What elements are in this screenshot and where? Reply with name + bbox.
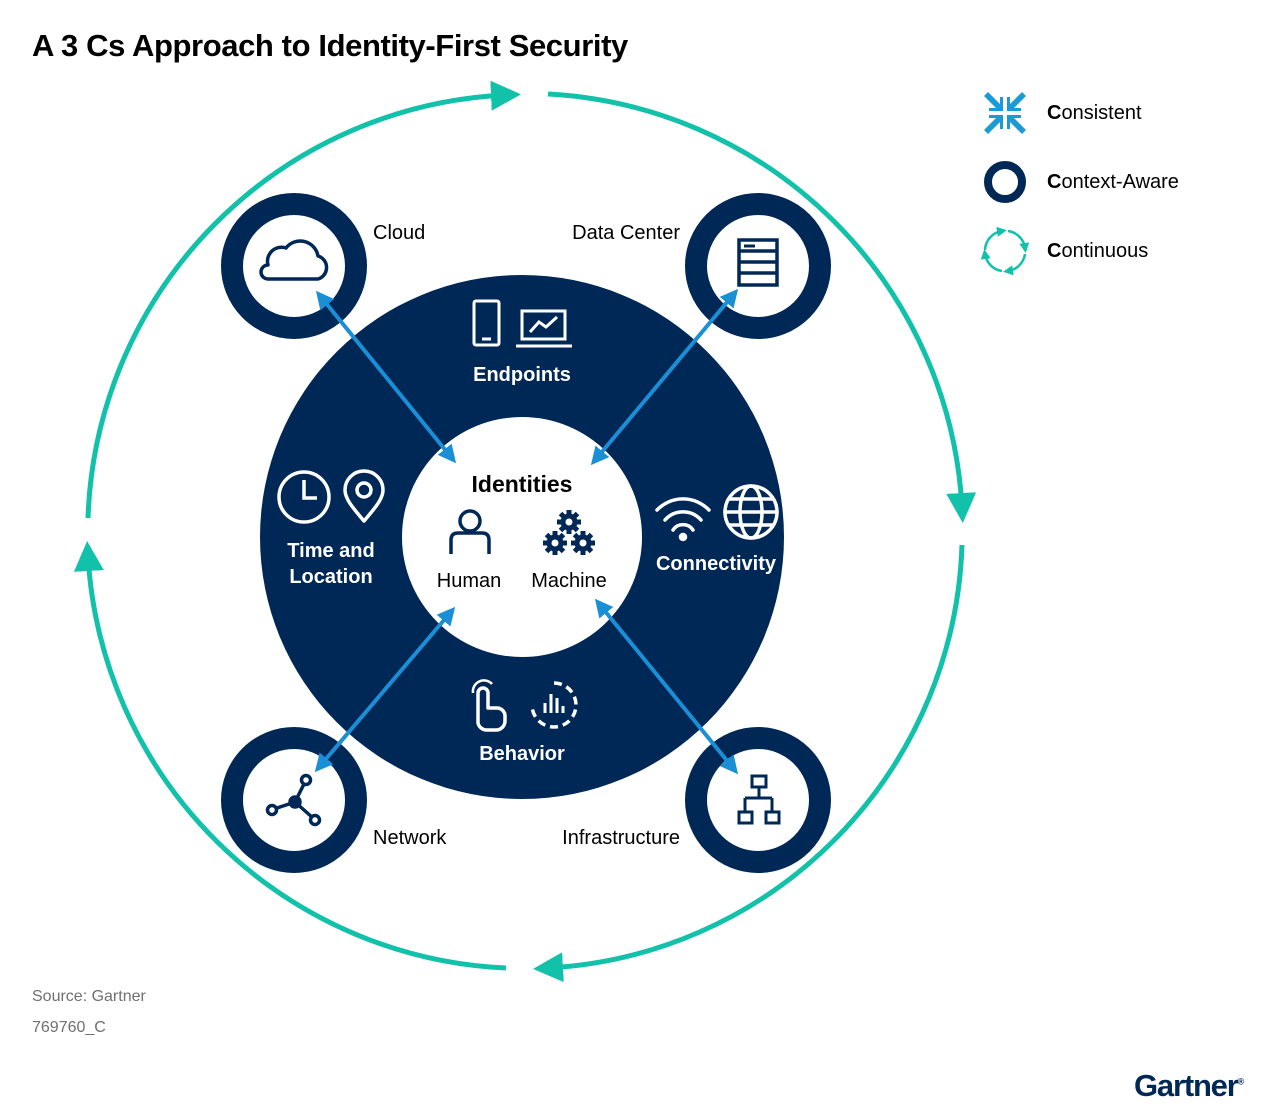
page-title: A 3 Cs Approach to Identity-First Securi… [32, 28, 628, 63]
time-location-icons [277, 469, 385, 524]
endpoints-icons [472, 299, 572, 348]
network-label: Network [373, 827, 447, 849]
legend-item-context-aware: Context-Aware [980, 157, 1179, 207]
behavior-icons [471, 679, 578, 732]
legend-label-continuous: Continuous [1047, 239, 1149, 262]
identities-label: Identities [472, 471, 573, 497]
infrastructure-label: Infrastructure [562, 827, 680, 849]
legend-item-consistent: Consistent [980, 88, 1142, 138]
cloud-label: Cloud [373, 222, 425, 244]
compress-arrows-icon [984, 92, 1026, 134]
cycle-arc-top-right [547, 91, 977, 523]
network-nodes-icon [265, 773, 322, 827]
endpoints-label: Endpoints [473, 364, 571, 386]
human-label: Human [437, 570, 501, 592]
analytics-gauge-icon [530, 681, 578, 729]
network-node [221, 727, 367, 873]
ring-icon [984, 161, 1026, 203]
cycle-arc-bottom-right [533, 544, 965, 983]
cycle-arc-top-left [85, 80, 521, 519]
legend-item-continuous: Continuous [980, 226, 1148, 276]
legend-label-consistent: Consistent [1047, 101, 1142, 124]
globe-icon [723, 484, 779, 540]
cloud-node [221, 193, 367, 339]
server-icon [737, 238, 779, 287]
touch-hand-icon [476, 686, 507, 732]
laptop-icon [520, 309, 567, 341]
cycle-arc-bottom-left [73, 541, 507, 971]
data-center-label: Data Center [572, 222, 680, 244]
document-id: 769760_C [32, 1019, 106, 1036]
person-icon [449, 509, 491, 554]
datacenter-identities-arrow [590, 288, 739, 466]
identities-infrastructure-arrow [594, 598, 739, 775]
connector-arrows [314, 288, 739, 775]
time-location-label-line2: Location [289, 566, 372, 588]
time-location-label-line1: Time and [287, 540, 374, 562]
connectivity-label: Connectivity [656, 553, 777, 575]
cloud-identities-arrow [315, 290, 457, 464]
machine-label: Machine [531, 570, 607, 592]
source-note: Source: Gartner [32, 988, 146, 1005]
wifi-icon [655, 497, 711, 542]
phone-icon [472, 299, 501, 347]
continuous-cycle [73, 80, 977, 983]
cycle-arrows-icon [980, 226, 1030, 276]
connectivity-icons [655, 484, 779, 542]
infrastructure-node [685, 727, 831, 873]
identities-network-arrow [314, 606, 456, 773]
legend-label-context-aware: Context-Aware [1047, 170, 1179, 193]
clock-icon [277, 470, 331, 524]
identities-core [402, 417, 642, 657]
gartner-logo: Gartner® [1134, 1068, 1245, 1103]
behavior-label: Behavior [479, 743, 565, 765]
data-center-node [685, 193, 831, 339]
location-pin-icon [343, 469, 385, 523]
hierarchy-icon [737, 774, 781, 825]
gears-icon [543, 510, 595, 555]
cloud-icon [259, 239, 329, 281]
